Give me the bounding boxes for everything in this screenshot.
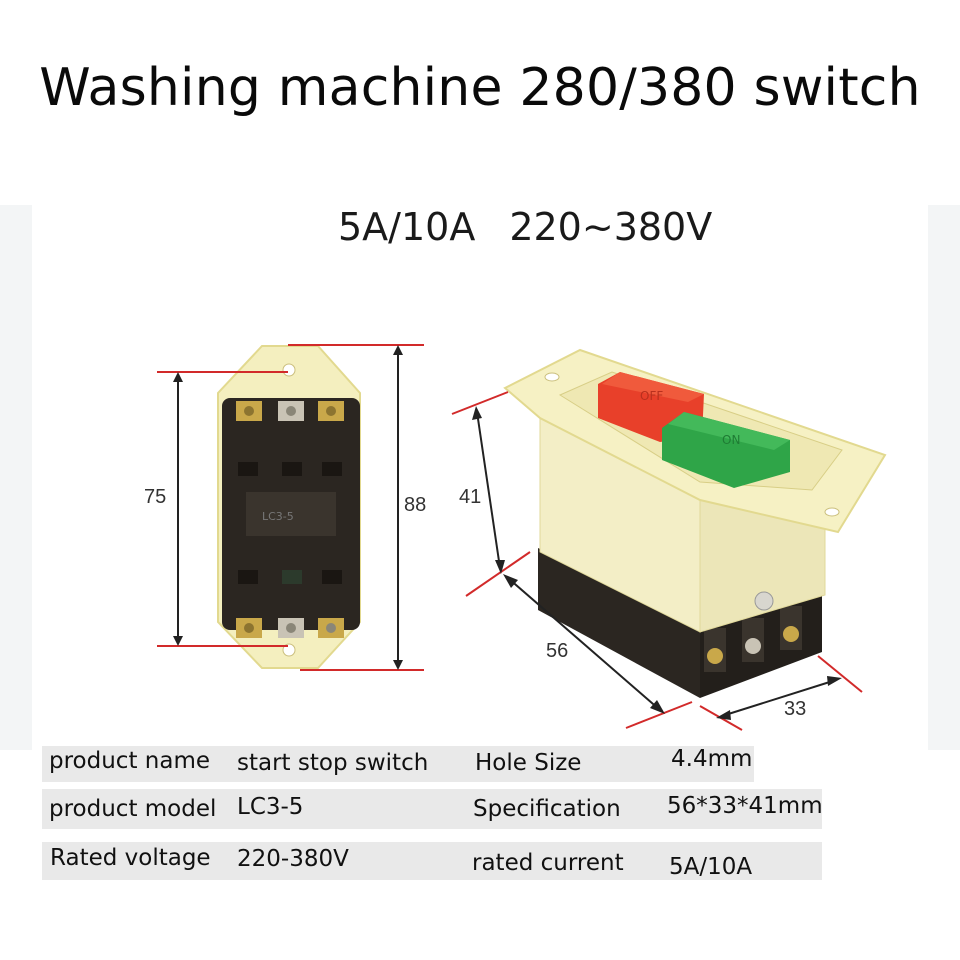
spec-value: 5A/10A xyxy=(669,854,753,880)
spec-value: start stop switch xyxy=(237,750,429,776)
on-button-label: ON xyxy=(722,433,740,447)
bottom-terminals xyxy=(236,618,344,638)
dim-33-label: 33 xyxy=(784,698,807,720)
rating-voltage: 220~380V xyxy=(509,205,713,249)
spec-row: product name start stop switch Hole Size… xyxy=(42,746,754,782)
spec-label: Rated voltage xyxy=(50,845,211,871)
side-base-left xyxy=(538,548,700,698)
mount-hole-top xyxy=(282,363,296,377)
dim-56-label: 56 xyxy=(546,640,569,662)
spec-label: rated current xyxy=(472,850,624,876)
spec-value: 220-380V xyxy=(237,846,349,872)
spec-label: product model xyxy=(49,796,217,822)
on-button: ON xyxy=(662,412,790,488)
dim-41-label: 41 xyxy=(459,486,482,508)
spec-value: 56*33*41mm xyxy=(667,793,823,819)
dim-88-label: 88 xyxy=(404,494,427,516)
dim-75-label: 75 xyxy=(144,486,167,508)
top-terminals xyxy=(236,401,344,421)
spec-row: Rated voltage 220-380V rated current 5A/… xyxy=(42,842,822,880)
background-panel-right xyxy=(928,205,960,750)
spec-value: LC3-5 xyxy=(237,794,304,820)
front-label-text: LC3-5 xyxy=(262,510,294,523)
spec-row: product model LC3-5 Specification 56*33*… xyxy=(42,789,823,829)
spec-label: product name xyxy=(49,748,210,774)
side-view: OFF ON xyxy=(451,348,887,731)
rating-heading: 5A/10A 220~380V xyxy=(338,205,712,249)
side-terminals xyxy=(704,606,802,672)
off-button-label: OFF xyxy=(640,389,663,403)
rating-current: 5A/10A xyxy=(338,205,476,249)
spec-label: Specification xyxy=(473,796,621,822)
front-label-plate xyxy=(246,492,336,536)
page-title: Washing machine 280/380 switch xyxy=(39,58,921,118)
background-panel-left xyxy=(0,205,32,750)
spec-value: 4.4mm xyxy=(671,746,753,772)
front-view: LC3-5 xyxy=(157,344,424,671)
spec-label: Hole Size xyxy=(475,750,582,776)
